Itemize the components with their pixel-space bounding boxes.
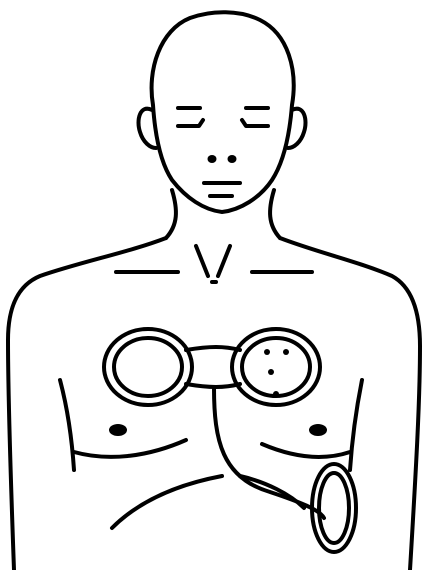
right-pectoral [262, 444, 350, 457]
sensor-dot-1 [264, 349, 270, 355]
left-pectoral [74, 440, 186, 457]
left-arm-line [60, 380, 74, 470]
right-nipple [309, 424, 327, 436]
neck-left [166, 190, 176, 238]
chest-sensor [104, 329, 320, 405]
sensor-dot-3 [268, 369, 274, 375]
sensor-dot-2 [283, 349, 289, 355]
neck-right [270, 190, 280, 238]
sensor-dot-4 [273, 391, 279, 397]
side-device [312, 464, 356, 552]
right-arm-line [350, 380, 362, 470]
sensor-cable [214, 388, 324, 518]
right-nostril [228, 155, 237, 163]
left-rib [112, 476, 222, 528]
left-nipple [109, 424, 127, 436]
closed-eyes [178, 108, 268, 126]
throat-notch [196, 246, 230, 282]
left-nostril [208, 155, 217, 163]
